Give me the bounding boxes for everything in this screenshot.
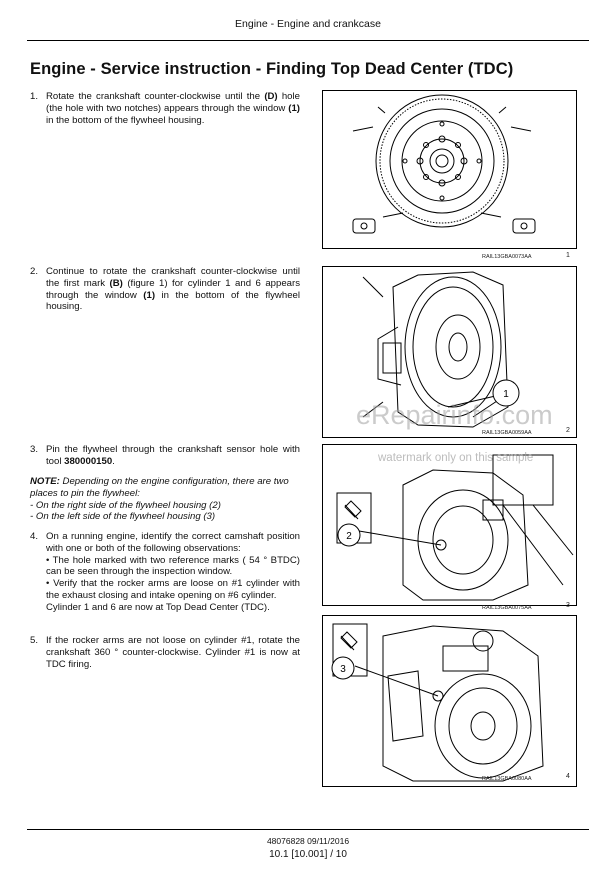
figure-callout: 1 xyxy=(503,389,509,400)
figure-code: RAIL13GBA0073AA xyxy=(482,254,532,260)
figure-4-left-pin-location: 3 xyxy=(322,615,577,787)
footer-doc-id: 48076828 09/11/2016 xyxy=(266,836,350,846)
figure-2-flywheel-housing: 1 xyxy=(322,266,577,438)
running-header: Engine - Engine and crankcase xyxy=(235,18,381,30)
step-text: If the rocker arms are not loose on cyli… xyxy=(46,635,300,670)
step-number: 4. xyxy=(30,531,39,542)
watermark: eRepairinfo.com xyxy=(356,400,553,430)
section-title: Engine - Service instruction - Finding T… xyxy=(30,60,514,78)
figure-1-flywheel-front xyxy=(322,90,577,249)
step-text: Continue to rotate the crankshaft counte… xyxy=(46,266,301,313)
step-number: 5. xyxy=(30,635,39,646)
figure-code: RAIL13GBA0080AA xyxy=(482,776,532,782)
step-3: 3. Pin the flywheel through the cranksha… xyxy=(30,444,300,468)
step-text: Rotate the crankshaft counter-clockwise … xyxy=(46,91,300,126)
note: NOTE: Depending on the engine configurat… xyxy=(30,476,300,523)
figure-number: 2 xyxy=(566,427,570,434)
note-item: - On the right side of the flywheel hous… xyxy=(30,499,221,511)
step-text: Pin the flywheel through the crankshaft … xyxy=(46,444,300,467)
figure-callout: 3 xyxy=(340,664,346,675)
step-number: 3. xyxy=(30,444,39,455)
step-5: 5. If the rocker arms are not loose on c… xyxy=(30,635,300,670)
figure-callout: 2 xyxy=(346,531,352,542)
step-number: 1. xyxy=(30,91,39,102)
footer-rule xyxy=(27,829,589,830)
step-4: 4. On a running engine, identify the cor… xyxy=(30,531,300,614)
figure-code: RAIL13GBA0059AA xyxy=(482,430,532,436)
step-1: 1. Rotate the crankshaft counter-clockwi… xyxy=(30,91,300,126)
watermark-subtext: watermark only on this sample xyxy=(378,452,534,464)
figure-code: RAIL13GBA0075AA xyxy=(482,605,532,611)
footer-page: 10.1 [10.001] / 10 xyxy=(269,849,347,860)
figure-3-right-pin-location: 2 xyxy=(322,444,577,606)
figure-number: 4 xyxy=(566,773,570,780)
step-2: 2. Continue to rotate the crankshaft cou… xyxy=(30,266,300,313)
note-intro: NOTE: Depending on the engine configurat… xyxy=(30,476,289,499)
figure-number: 3 xyxy=(566,602,570,609)
step-text: On a running engine, identify the correc… xyxy=(46,531,300,613)
note-item: - On the left side of the flywheel housi… xyxy=(30,511,216,523)
figure-number: 1 xyxy=(566,252,570,259)
step-number: 2. xyxy=(30,266,39,277)
header-rule xyxy=(27,40,589,41)
